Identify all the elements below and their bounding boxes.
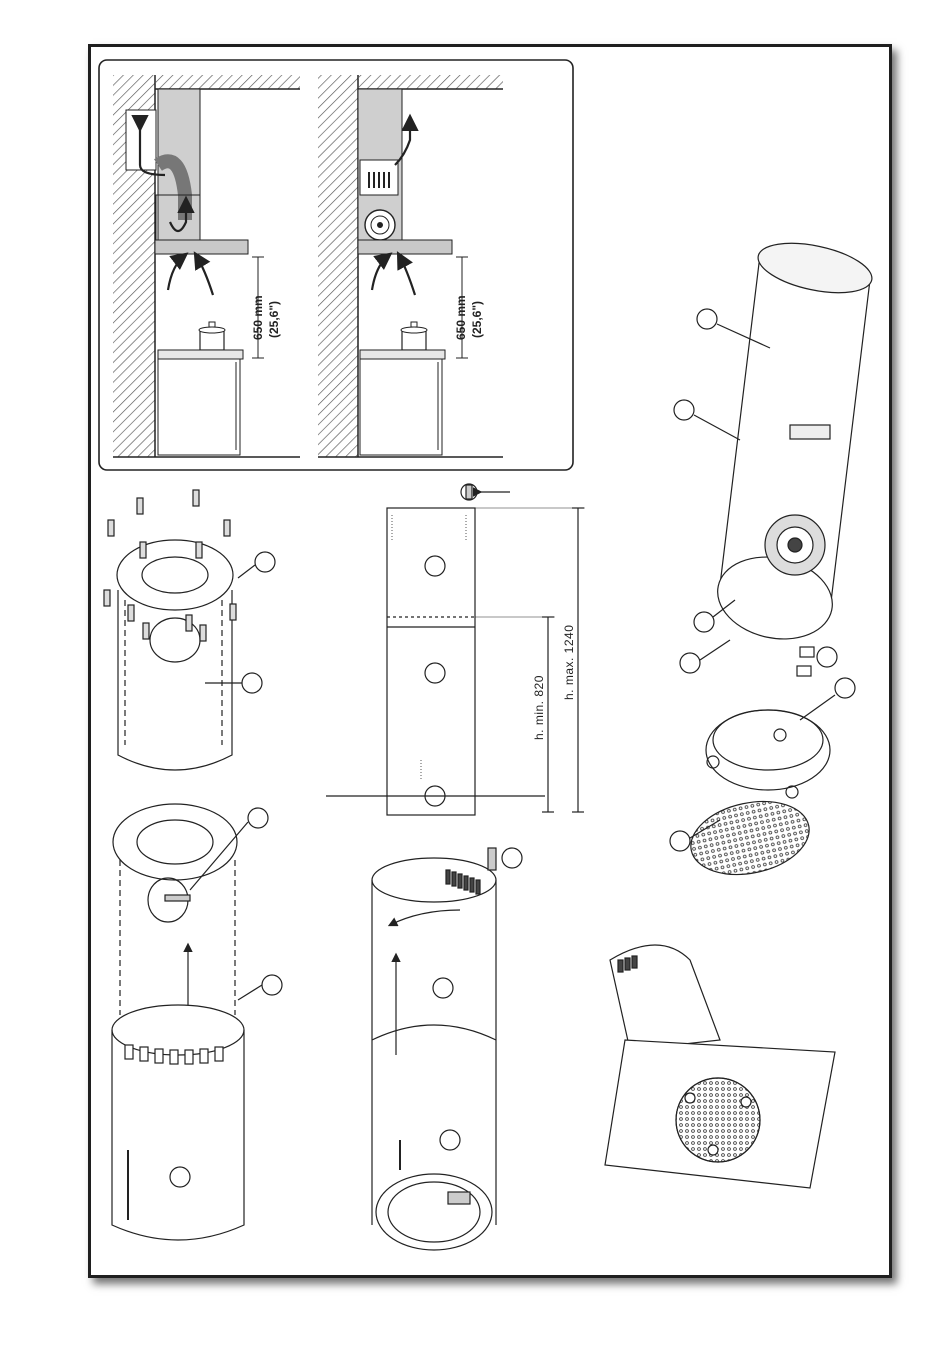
figure-b-height-mm: 650 mm [454,295,468,340]
max-height-label: h. max. 1240 [562,625,576,700]
chimney-assembly-left [112,804,282,1240]
hood-finished-view [605,945,835,1188]
chimney-dimension-panel [326,484,585,815]
min-height-label: h. min. 820 [532,675,546,740]
figure-a-height-mm: 650 mm [251,295,265,340]
figure-a-height-in: (25,6") [267,301,281,338]
figure-b-height-in: (25,6") [470,301,484,338]
chimney-rotate-cover [372,848,522,1250]
hood-exploded-view [670,234,876,884]
chimney-upper-section-screws [104,490,275,770]
